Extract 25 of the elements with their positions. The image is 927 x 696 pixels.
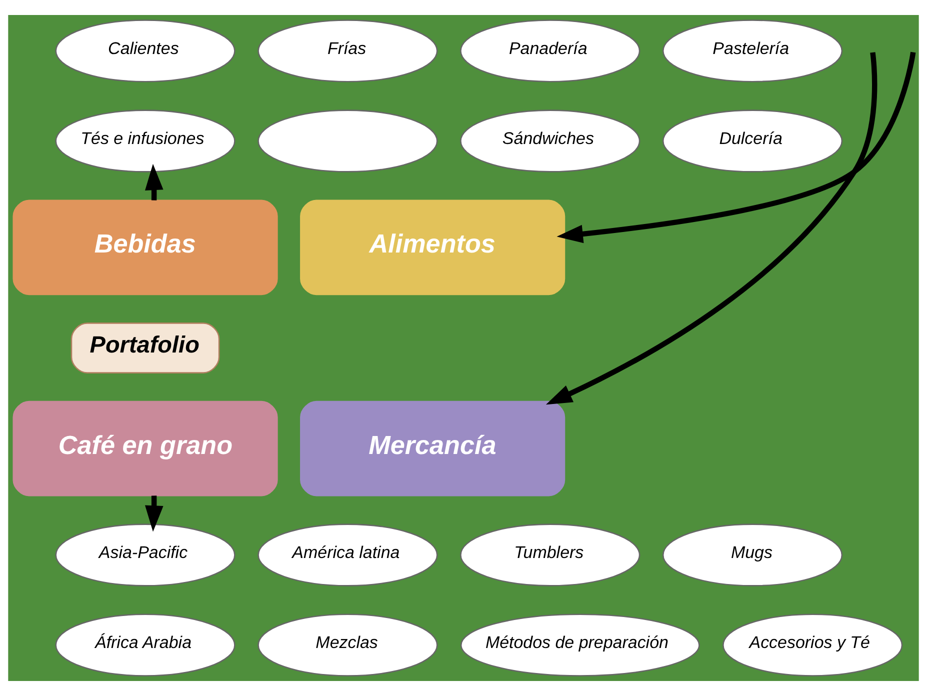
node-ellipse: Tés e infusiones xyxy=(55,110,236,172)
node-ellipse: Métodos de preparación xyxy=(460,614,700,676)
arrow xyxy=(556,52,916,244)
arrow xyxy=(144,496,164,532)
node-ellipse: Frías xyxy=(258,20,438,82)
node-box: Café en grano xyxy=(12,400,278,496)
node-ellipse: Accesorios y Té xyxy=(722,614,903,676)
node-ellipse xyxy=(258,110,438,172)
node-ellipse: Pastelería xyxy=(662,20,843,82)
node-ellipse: Asia-Pacific xyxy=(55,524,236,586)
node-ellipse: Tumblers xyxy=(460,524,640,586)
node-box: Bebidas xyxy=(12,200,278,296)
node-ellipse: Calientes xyxy=(55,20,236,82)
node-ellipse: Panadería xyxy=(460,20,640,82)
node-box: Alimentos xyxy=(300,200,566,296)
node-box: Mercancía xyxy=(300,400,566,496)
node-ellipse: Sándwiches xyxy=(460,110,640,172)
node-ellipse: Dulcería xyxy=(662,110,843,172)
node-ellipse: América latina xyxy=(258,524,438,586)
arrow xyxy=(546,52,878,405)
node-ellipse: Mugs xyxy=(662,524,843,586)
node-ellipse: Mezclas xyxy=(258,614,438,676)
node-box: Portafolio xyxy=(70,322,220,374)
arrow xyxy=(144,164,164,200)
node-ellipse: África Arabia xyxy=(55,614,236,676)
